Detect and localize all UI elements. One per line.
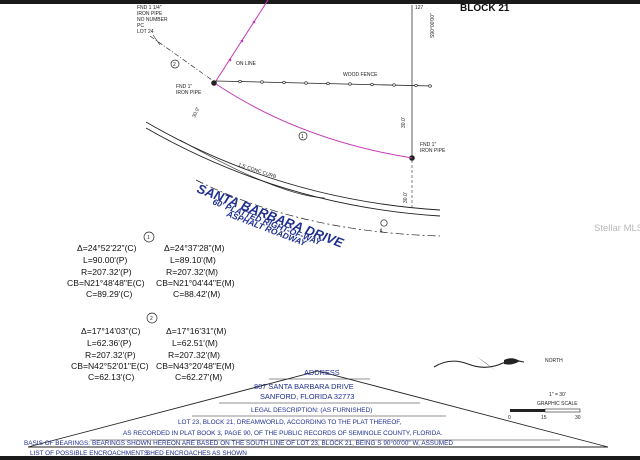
- curve-1-calc-line: C=89.29'(C): [86, 289, 132, 299]
- top-note-line: FND 1 1/4": [137, 5, 162, 11]
- block-label: BLOCK 21: [460, 3, 510, 14]
- curve-1-tag-arc-label: 1: [301, 134, 304, 140]
- iron-pipe-west-label: FND 1": [176, 84, 192, 90]
- west-lot-line: [213, 0, 269, 85]
- lot-line-dashed: [149, 35, 213, 81]
- top-note: FND 1 1/4" IRON PIPE NO NUMBER PC LOT 24: [137, 5, 168, 46]
- road-edge-line: [145, 121, 441, 211]
- curve-1-measured: Δ=24°37'28"(M) L=89.10'(M) R=207.32'(M) …: [156, 243, 235, 299]
- iron-pipe-east-label: IRON PIPE: [420, 148, 446, 154]
- dim-30-c: 30.0': [403, 192, 409, 203]
- curve-1-calc-line: R=207.32'(P): [81, 267, 132, 277]
- curve-2-calc-line: L=62.36'(P): [87, 338, 132, 348]
- scale-tick: 30: [575, 415, 581, 421]
- curve-1-tag: [143, 231, 155, 243]
- dim-30-a: 30.0': [191, 107, 201, 119]
- curve-2-meas-line: L=62.51'(M): [172, 338, 218, 348]
- bottom-edge-strip: [0, 456, 640, 460]
- encroachment-label: LIST OF POSSIBLE ENCROACHMENTS:: [30, 450, 150, 457]
- curve-2-measured: Δ=17°16'31"(M) L=62.51'(M) R=207.32'(M) …: [156, 326, 235, 382]
- scale-caption: GRAPHIC SCALE: [537, 401, 578, 407]
- legal-label: LEGAL DESCRIPTION: (AS FURNISHED): [251, 407, 372, 414]
- bearings-text: BEARINGS SHOWN HEREON ARE BASED ON THE S…: [92, 439, 453, 447]
- lot-number-partial: 127: [415, 5, 424, 11]
- curb-line: [145, 127, 441, 217]
- curve-1-tag-arc: [298, 131, 308, 141]
- curve-2-meas-line: CB=N43°20'48"E(M): [156, 361, 235, 371]
- curve-2-calc-line: R=207.32'(P): [85, 350, 136, 360]
- curve-1-calc-line: Δ=24°52'22"(C): [77, 243, 137, 253]
- address-line-2: SANFORD, FLORIDA 32773: [260, 392, 354, 401]
- encroachment-text: SHED ENCROACHES AS SHOWN: [146, 450, 247, 457]
- top-edge-strip: [0, 0, 640, 4]
- wood-fence: WOOD FENCE: [215, 72, 433, 88]
- scale-tick: 0: [508, 415, 511, 421]
- scale-ratio: 1" = 30': [549, 392, 566, 398]
- top-note-line: IRON PIPE: [137, 11, 163, 17]
- legal-line-1: LOT 23, BLOCK 21, DREAMWORLD, ACCORDING …: [178, 419, 401, 426]
- curve-2-tag-top: [170, 59, 180, 69]
- curve-1-meas-line: L=89.10'(M): [170, 255, 216, 265]
- curve-2-tag: [146, 312, 158, 324]
- dim-30-b: 30.0': [401, 117, 407, 128]
- title-block: ADDRESS 807 SANTA BARBARA DRIVE SANFORD,…: [24, 368, 609, 457]
- legal-line-2: AS RECORDED IN PLAT BOOK 3, PAGE 90, OF …: [123, 430, 443, 437]
- found-iron-pipe-west: [211, 80, 217, 86]
- top-note-line: NO NUMBER: [137, 17, 168, 23]
- curve-2-calc-line: CB=N42°52'01"E(C): [71, 361, 149, 371]
- curve-2-meas-line: R=207.32'(M): [168, 350, 220, 360]
- curve-2-meas-line: C=62.27'(M): [175, 372, 222, 382]
- address-line-1: 807 SANTA BARBARA DRIVE: [254, 382, 354, 391]
- iron-pipe-east-label: FND 1": [420, 142, 436, 148]
- front-lot-arc: [215, 83, 413, 159]
- curve-2-calculated: Δ=17°14'03"(C) L=62.36'(P) R=207.32'(P) …: [71, 326, 149, 382]
- curve-1-calc-line: L=90.00'(P): [83, 255, 128, 265]
- top-note-line: LOT 24: [137, 29, 154, 35]
- curve-1-calculated: Δ=24°52'22"(C) L=90.00'(P) R=207.32'(P) …: [67, 243, 145, 299]
- block-bearing: S90°00'00": [430, 13, 436, 38]
- curve-2-calc-line: C=62.13'(C): [88, 372, 134, 382]
- graphic-scale: 1" = 30' GRAPHIC SCALE 0 15 30: [508, 392, 581, 421]
- curve-1-meas-line: R=207.32'(M): [166, 267, 218, 277]
- curve-1-meas-line: CB=N21°04'44"E(M): [156, 278, 235, 288]
- curve-1-meas-line: Δ=24°37'28"(M): [164, 243, 225, 253]
- north-label: NORTH: [545, 358, 563, 364]
- iron-pipe-west-label: IRON PIPE: [176, 90, 202, 96]
- north-arrow: NORTH: [433, 356, 563, 371]
- scale-tick: 15: [541, 415, 547, 421]
- curve-2-calc-line: Δ=17°14'03"(C): [81, 326, 141, 336]
- curve-1-tag-label: 1: [147, 235, 150, 241]
- top-note-line: PC: [137, 23, 144, 29]
- curve-2-tag-top-label: 2: [173, 62, 176, 68]
- on-line-label: ON LINE: [236, 61, 257, 67]
- bearings-label: BASIS OF BEARINGS:: [24, 440, 90, 447]
- title-triangle: [27, 370, 609, 448]
- curve-1-calc-line: CB=N21°48'48"E(C): [67, 278, 145, 288]
- curve-2-tag-label: 2: [150, 316, 153, 322]
- centerline-symbol: ℄: [379, 228, 384, 234]
- curve-1-meas-line: C=88.42'(M): [173, 289, 220, 299]
- address-label: ADDRESS: [304, 368, 340, 377]
- watermark: Stellar MLS: [594, 223, 640, 234]
- wood-fence-label: WOOD FENCE: [343, 72, 378, 78]
- curve-2-meas-line: Δ=17°16'31"(M): [166, 326, 227, 336]
